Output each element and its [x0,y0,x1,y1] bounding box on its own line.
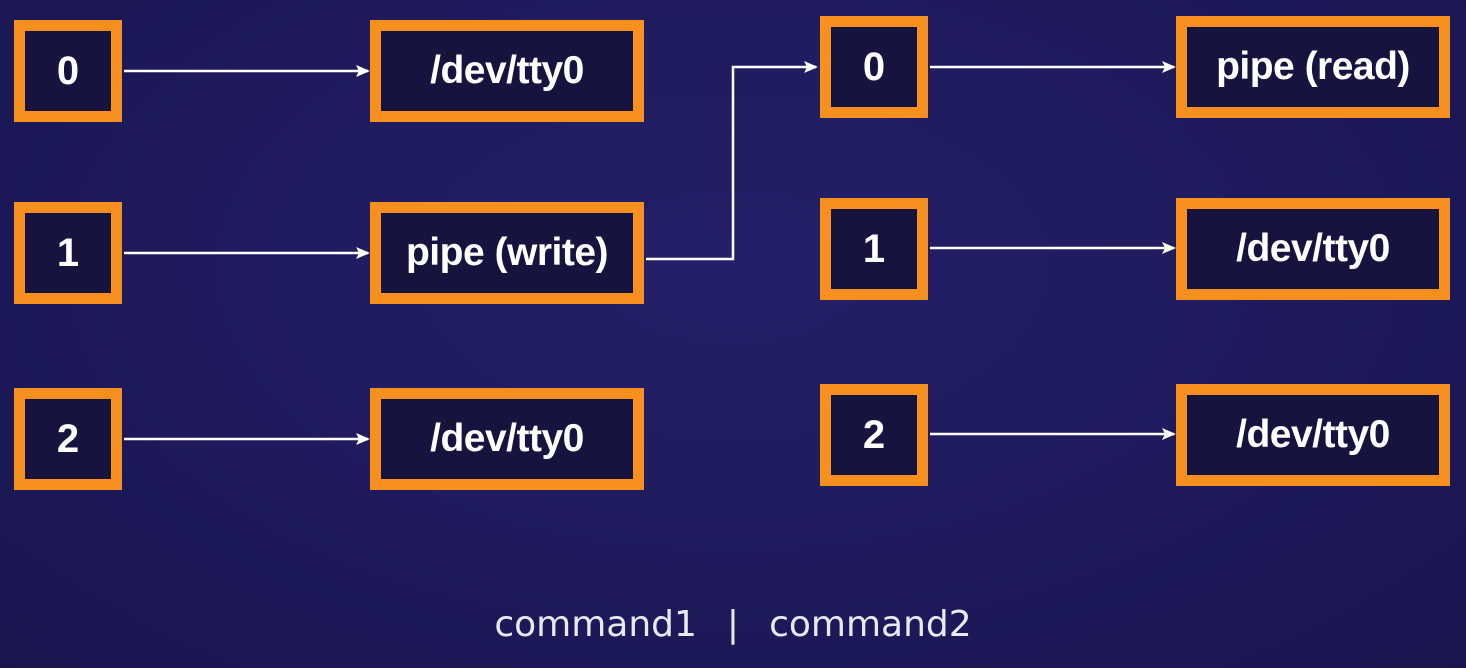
caption-pipe-symbol: | [726,604,740,645]
right-fd-1: 1 [820,198,928,300]
right-fd-1-label: 1 [862,226,886,271]
left-fd-2: 2 [14,388,122,490]
left-target-2-label: /dev/tty0 [430,417,584,460]
left-target-0: /dev/tty0 [370,20,644,122]
left-fd-0-label: 0 [56,48,80,93]
right-fd-0: 0 [820,16,928,118]
caption-command1: command1 [494,604,697,645]
left-target-2: /dev/tty0 [370,388,644,490]
caption-command2: command2 [769,604,972,645]
command-caption: command1 | command2 [0,604,1466,645]
right-fd-0-label: 0 [862,44,886,89]
right-target-1-label: /dev/tty0 [1236,227,1390,270]
right-target-1: /dev/tty0 [1176,198,1450,300]
right-target-2-label: /dev/tty0 [1236,413,1390,456]
left-target-1: pipe (write) [370,202,644,304]
right-fd-2: 2 [820,384,928,486]
left-target-1-label: pipe (write) [405,231,609,274]
right-target-0-label: pipe (read) [1216,45,1410,88]
arrow-pipe-connector [646,61,818,261]
right-target-0: pipe (read) [1176,16,1450,118]
left-fd-1: 1 [14,202,122,304]
left-fd-1-label: 1 [56,230,80,275]
right-fd-2-label: 2 [862,412,886,457]
left-target-0-label: /dev/tty0 [430,49,584,92]
right-target-2: /dev/tty0 [1176,384,1450,486]
left-fd-2-label: 2 [56,416,80,461]
left-fd-0: 0 [14,20,122,122]
